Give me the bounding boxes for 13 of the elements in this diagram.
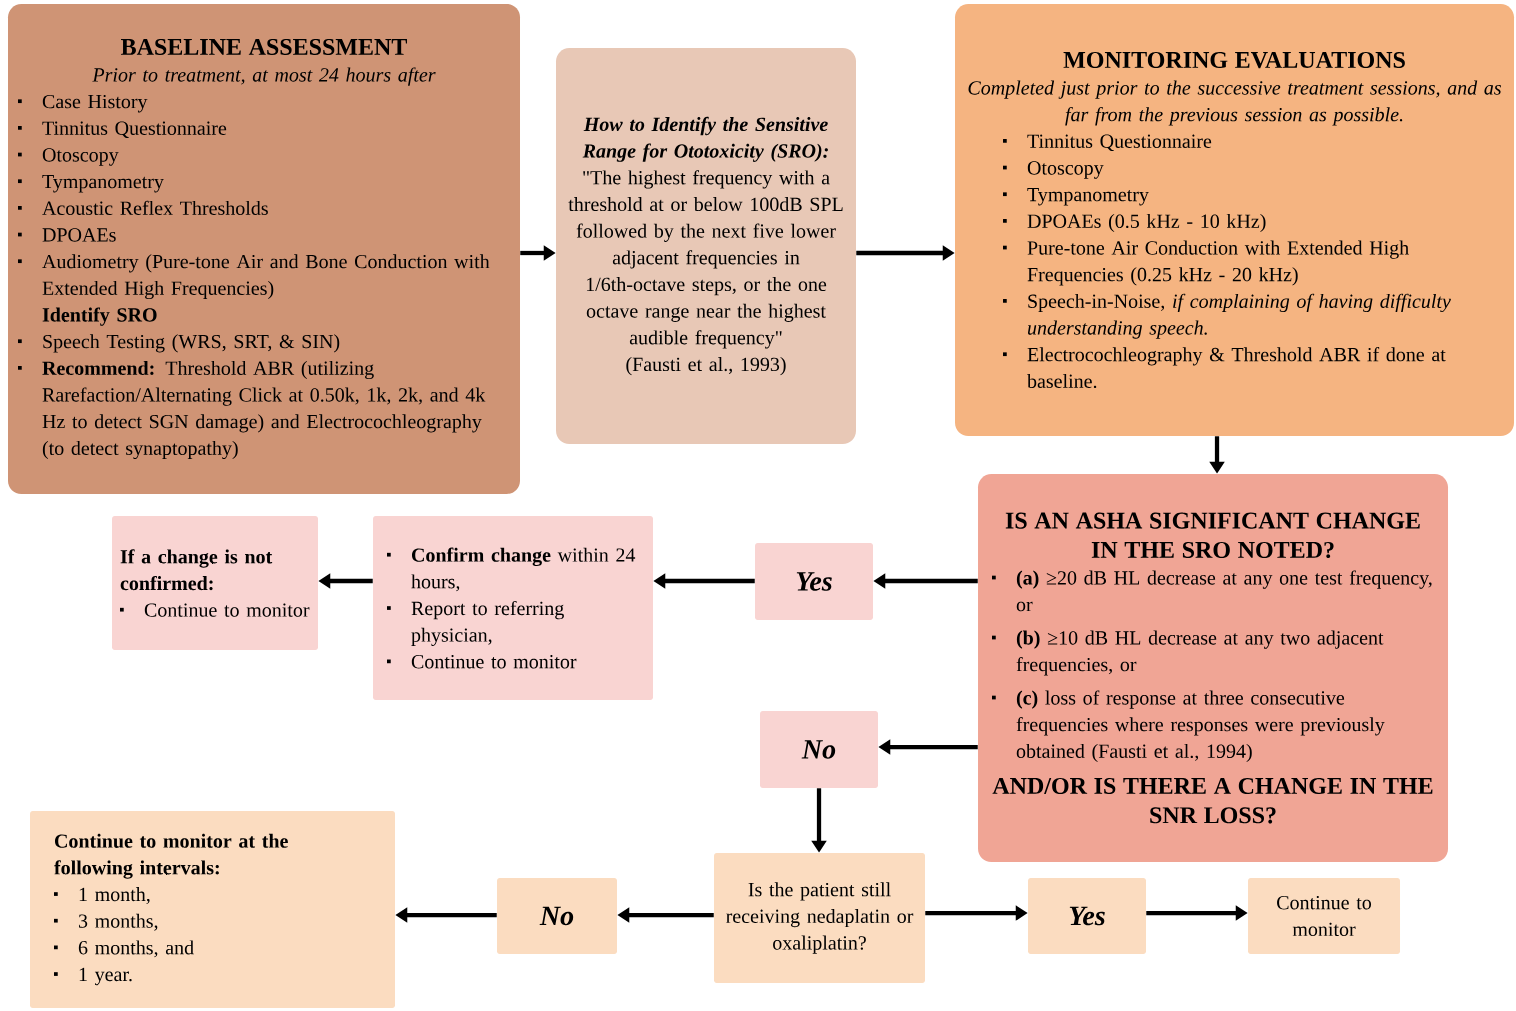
process-box: Continue to monitor at the following intervals: 1 month, 3 months, 6 months, and 1 year. — [30, 811, 395, 1008]
decision-box: Is the patient still receiving nedaplatin or oxaliplatin? — [714, 853, 925, 983]
choice-box: Yes — [1028, 878, 1146, 954]
choice-box: No — [760, 711, 878, 788]
choice-box: No — [497, 878, 617, 954]
info-box: How to Identify the Sensitive Range for Ototoxicity (SRO): "The highest frequency with a threshold at or below 100dB SPL followed by the next five lower adjacent frequencies in 1/6th-octave steps, or the one octave range near the highest audible frequency" (Fausti et al., 1993) — [556, 48, 856, 444]
process-box: Confirm change within 24 hours, Report to referring physician, Continue to monitor — [373, 516, 653, 700]
choice-box: Yes — [755, 543, 873, 620]
process-box: BASELINE ASSESSMENT Prior to treatment, at most 24 hours after Case History Tinnitus Questionnaire Otoscopy Tympanometry Acoustic Reflex Thresholds DPOAEs Audiometry (Pure-tone Air and Bone Conduction with Extended High Frequencies) Identify SRO Speech Testing (WRS, SRT, & SIN) Recommend: Threshold ABR (utilizing Rarefaction/Alternating Click at 0.50k, 1k, 2k, and 4k Hz to detect SGN damage) and Electrocochleography (to detect synaptopathy) — [8, 4, 520, 494]
decision-box: IS AN ASHA SIGNIFICANT CHANGE IN THE SRO NOTED? (a) ≥20 dB HL decrease at any one test frequency, or (b) ≥10 dB HL decrease at any two adjacent frequencies, or (c) loss of response at three consecutive frequencies where responses were previously obtained (Fausti et al., 1994) AND/OR IS THERE A CHANGE IN THE SNR LOSS? — [978, 474, 1448, 862]
process-box: MONITORING EVALUATIONS Completed just prior to the successive treatment sessions, and as far from the previous session as possible. Tinnitus Questionnaire Otoscopy Tympanometry DPOAEs (0.5 kHz - 10 kHz) Pure-tone Air Conduction with Extended High Frequencies (0.25 kHz - 20 kHz) Speech-in-Noise, if complaining of having difficulty understanding speech. Electrocochleography & Threshold ABR if done at baseline. — [955, 4, 1514, 436]
process-box: If a change is not confirmed: Continue to monitor — [112, 516, 318, 650]
process-box: Continue to monitor — [1248, 878, 1400, 954]
